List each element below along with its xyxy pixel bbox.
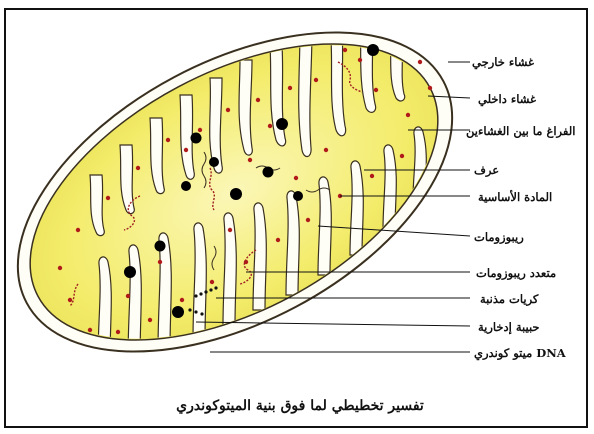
label-polyribosomes: متعدد ريبوزومات bbox=[476, 266, 556, 280]
label-dna-text: DNA bbox=[536, 346, 565, 360]
crista bbox=[253, 203, 266, 310]
crista bbox=[299, 30, 312, 157]
crista bbox=[350, 161, 363, 255]
label-dna: ميتو كوندري DNA bbox=[474, 346, 566, 360]
label-dna-arabic: ميتو كوندري bbox=[474, 346, 532, 360]
label-granule: حبيبة إدخارية bbox=[478, 320, 540, 334]
label-matrix: المادة الأساسية bbox=[478, 190, 552, 204]
label-atp-particles: كريات مذنبة bbox=[480, 292, 538, 306]
label-outer-membrane: غشاء خارجي bbox=[472, 55, 534, 69]
label-ribosomes: ريبوزومات bbox=[474, 230, 524, 244]
figure-caption: تفسير تخطيطي لما فوق بنية الميتوكوندري bbox=[150, 398, 450, 414]
label-inner-membrane: غشاء داخلي bbox=[478, 92, 536, 106]
crista bbox=[286, 191, 299, 295]
label-crista: عرف bbox=[474, 163, 499, 177]
label-intermembrane-space: الفراغ ما بين الغشاءين bbox=[466, 124, 575, 138]
